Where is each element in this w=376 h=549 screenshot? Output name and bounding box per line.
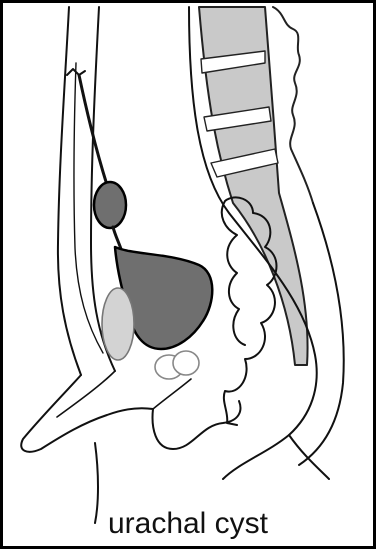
penis-outline <box>21 375 240 452</box>
spinous-process-outline <box>273 7 313 203</box>
scrotum-line <box>153 379 191 409</box>
urachal-cyst <box>94 182 126 228</box>
abdominal-wall-outer <box>58 7 81 375</box>
urachus-to-bladder <box>113 227 121 249</box>
figure-caption: urachal cyst <box>3 506 373 542</box>
urethra-line <box>57 371 115 417</box>
diagram-canvas: urachal cyst <box>3 3 373 546</box>
sagittal-pelvis-diagram <box>3 3 373 546</box>
pubic-symphysis <box>102 288 134 360</box>
prostate-right <box>173 351 199 375</box>
